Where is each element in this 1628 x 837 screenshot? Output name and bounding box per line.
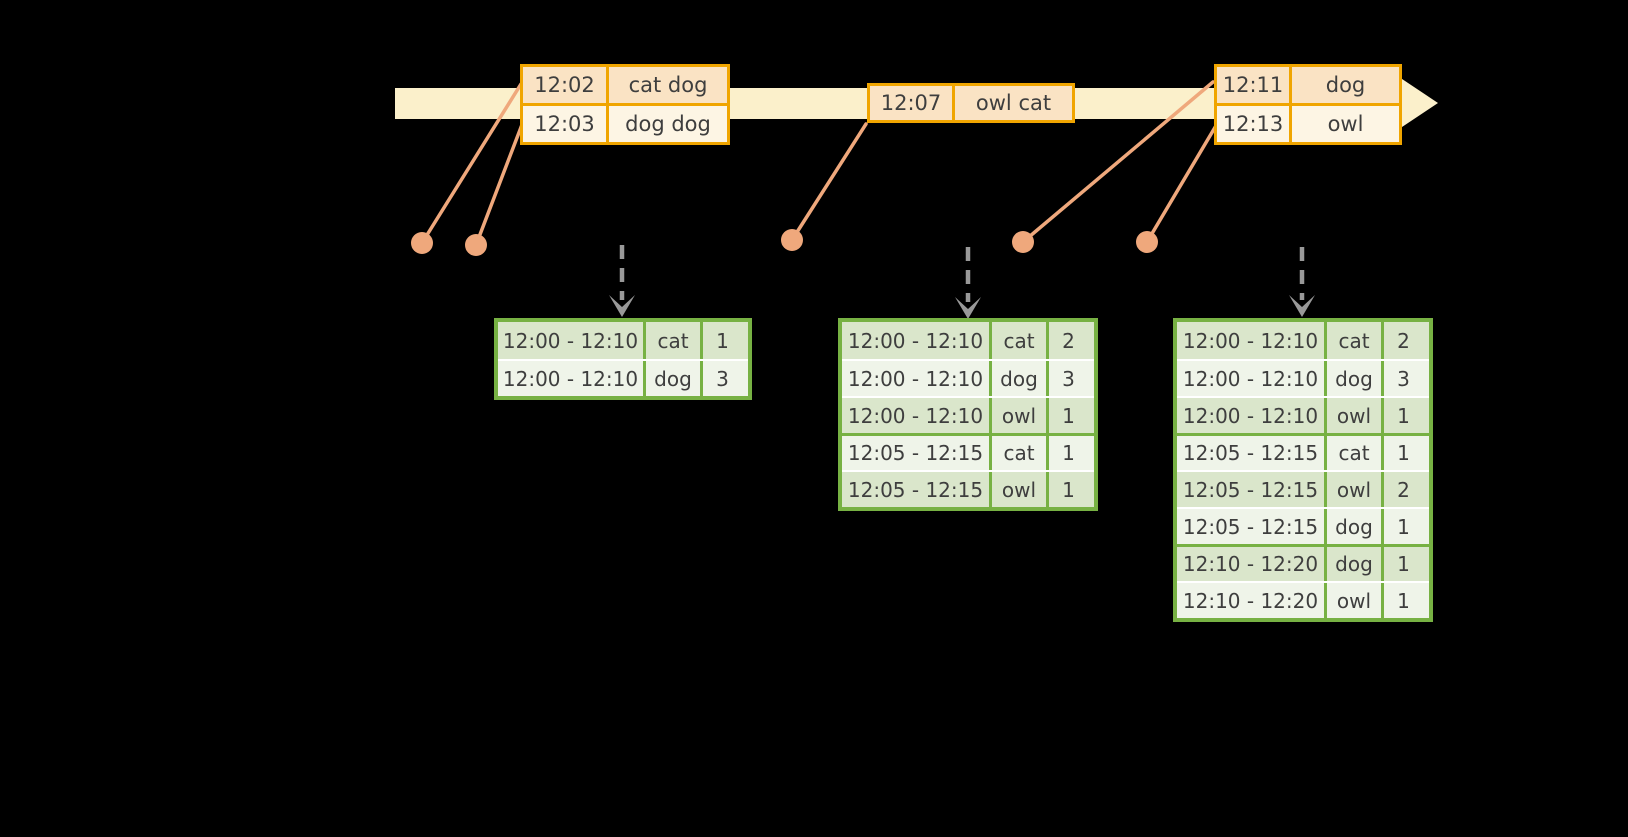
window-cell: 12:00 - 12:10 xyxy=(502,328,639,353)
event-row: 12:07 owl cat xyxy=(870,86,1072,120)
word-cell: cat xyxy=(1324,436,1381,470)
event-time-cell: 12:11 xyxy=(1217,67,1292,103)
window-cell: 12:00 - 12:10 xyxy=(1182,366,1319,391)
word-cell: dog xyxy=(989,361,1046,396)
count-cell: 1 xyxy=(1381,583,1423,618)
window-cell: 12:00 - 12:10 xyxy=(502,366,639,391)
event-dot xyxy=(1136,231,1158,253)
count-cell: 3 xyxy=(1381,361,1423,396)
window-cell: 12:05 - 12:15 xyxy=(1182,441,1319,465)
count-cell: 3 xyxy=(700,361,742,396)
count-cell: 1 xyxy=(1381,398,1423,433)
event-row: 12:11 dog xyxy=(1217,67,1399,103)
word-cell: owl xyxy=(989,472,1046,507)
count-cell: 1 xyxy=(1381,509,1423,544)
word-cell: cat xyxy=(643,322,700,359)
word-cell: dog xyxy=(1324,547,1381,581)
count-cell: 2 xyxy=(1046,322,1088,359)
word-cell: cat xyxy=(989,436,1046,470)
count-cell: 2 xyxy=(1381,322,1423,359)
event-words-cell: dog dog xyxy=(625,112,711,136)
event-words-cell: owl cat xyxy=(975,91,1052,115)
count-cell: 1 xyxy=(700,322,742,359)
event-table: 12:11 dog 12:13 owl xyxy=(1214,64,1402,145)
event-table: 12:02 cat dog 12:03 dog dog xyxy=(520,64,730,145)
window-cell: 12:05 - 12:15 xyxy=(1182,514,1319,539)
word-cell: owl xyxy=(1324,398,1381,433)
word-cell: cat xyxy=(989,322,1046,359)
trigger-arrowhead-icon xyxy=(1289,295,1315,317)
window-cell: 12:05 - 12:15 xyxy=(1182,477,1319,502)
count-cell: 1 xyxy=(1046,398,1088,433)
window-cell: 12:00 - 12:10 xyxy=(847,403,984,428)
count-cell: 1 xyxy=(1381,436,1423,470)
trigger-arrowhead-icon xyxy=(955,297,981,319)
event-time-cell: 12:03 xyxy=(523,106,609,142)
count-cell: 1 xyxy=(1046,472,1088,507)
word-cell: owl xyxy=(1324,583,1381,618)
word-cell: owl xyxy=(989,398,1046,433)
window-cell: 12:05 - 12:15 xyxy=(847,441,984,465)
connector-line xyxy=(474,120,525,247)
event-row: 12:13 owl xyxy=(1217,103,1399,142)
event-dot xyxy=(411,232,433,254)
window-cell: 12:00 - 12:10 xyxy=(847,328,984,353)
window-cell: 12:10 - 12:20 xyxy=(1182,552,1319,576)
event-words-cell: cat dog xyxy=(628,73,708,97)
event-dot xyxy=(1012,231,1034,253)
event-dot xyxy=(465,234,487,256)
event-time-cell: 12:07 xyxy=(870,86,955,120)
window-cell: 12:10 - 12:20 xyxy=(1182,588,1319,613)
word-cell: owl xyxy=(1324,472,1381,507)
event-row: 12:02 cat dog xyxy=(523,67,727,103)
event-dot xyxy=(781,229,803,251)
connector-line xyxy=(420,82,523,245)
count-cell: 2 xyxy=(1381,472,1423,507)
event-table: 12:07 owl cat xyxy=(867,83,1075,123)
word-cell: dog xyxy=(643,361,700,396)
event-words-cell: dog xyxy=(1325,73,1366,97)
word-cell: cat xyxy=(1324,322,1381,359)
event-time-cell: 12:13 xyxy=(1217,106,1292,142)
event-row: 12:03 dog dog xyxy=(523,103,727,142)
count-cell: 3 xyxy=(1046,361,1088,396)
event-time-cell: 12:02 xyxy=(523,67,609,103)
window-cell: 12:05 - 12:15 xyxy=(847,477,984,502)
trigger-arrowhead-icon xyxy=(609,295,635,317)
window-cell: 12:00 - 12:10 xyxy=(1182,328,1319,353)
word-cell: dog xyxy=(1324,509,1381,544)
count-cell: 1 xyxy=(1381,547,1423,581)
connector-line xyxy=(1021,80,1215,244)
window-cell: 12:00 - 12:10 xyxy=(1182,403,1319,428)
connector-line xyxy=(1145,122,1219,244)
connector-line xyxy=(790,122,868,242)
event-words-cell: owl xyxy=(1327,112,1364,136)
count-cell: 1 xyxy=(1046,436,1088,470)
word-cell: dog xyxy=(1324,361,1381,396)
window-cell: 12:00 - 12:10 xyxy=(847,366,984,391)
timeline-arrowhead-icon xyxy=(1396,75,1438,131)
